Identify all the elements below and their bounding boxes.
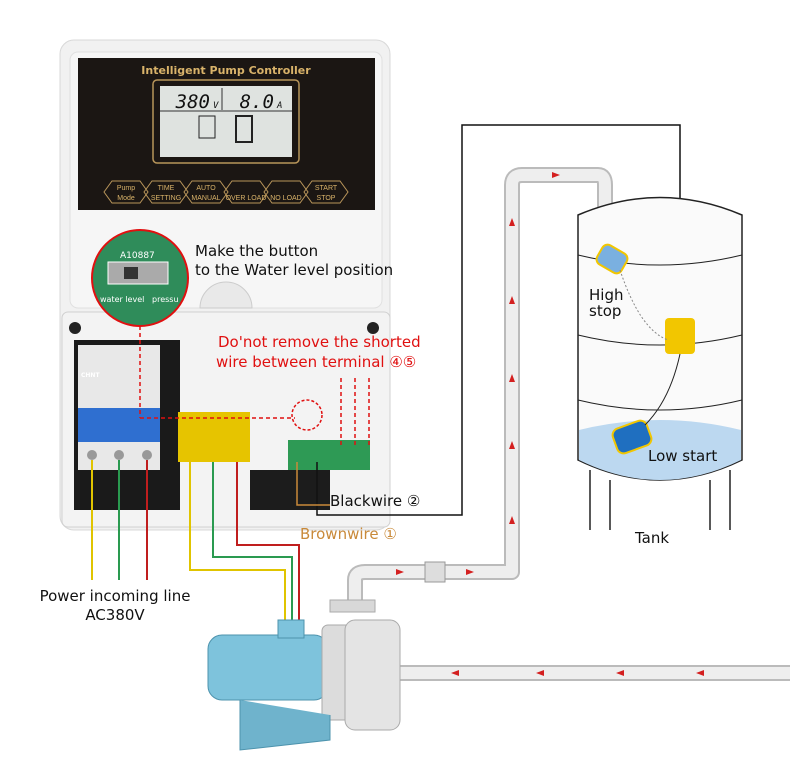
lcd-screen <box>160 86 292 157</box>
button-label-bottom: SETTING <box>151 195 181 202</box>
black-wire-label: Blackwire ② <box>330 492 420 510</box>
button-outline <box>303 180 349 204</box>
high-stop-line1: High <box>589 286 623 304</box>
lcd-tank-icon <box>198 115 216 139</box>
tank-label: Tank <box>634 529 669 547</box>
current-unit: A <box>276 101 282 111</box>
button-label-bottom: NO LOAD <box>270 195 302 202</box>
button-label-top: AUTO <box>196 185 216 192</box>
button-label-bottom: OVER LOAD <box>226 195 267 202</box>
flow-arrow <box>509 441 515 449</box>
control-button[interactable]: OVER LOAD <box>223 180 269 204</box>
power-label-line1: Power incoming line <box>40 587 191 605</box>
water-pump <box>207 599 401 751</box>
control-button[interactable]: NO LOAD <box>263 180 309 204</box>
button-label-top: Pump <box>117 185 135 192</box>
flow-arrows <box>396 172 704 676</box>
breaker-brand: CHNT <box>81 372 100 379</box>
power-wires <box>91 460 300 620</box>
switch-label-water-level: water level <box>100 295 144 304</box>
control-button[interactable]: AUTO MANUAL <box>183 180 229 204</box>
motor-terminal-block <box>178 412 250 462</box>
control-button[interactable]: START STOP <box>303 180 349 204</box>
power-label-line2: AC380V <box>85 606 145 624</box>
lcd-level-icon <box>235 115 253 143</box>
warning-line2: wire between terminal ④⑤ <box>216 353 416 371</box>
voltage-readout: 380 <box>175 91 210 113</box>
flow-arrow <box>696 670 704 676</box>
button-outline <box>183 180 229 204</box>
current-readout: 8.0 <box>240 91 274 113</box>
button-outline <box>223 180 269 204</box>
flow-arrow <box>509 218 515 226</box>
switch-closeup: A10887 water level pressu <box>91 229 189 327</box>
flow-arrow <box>509 374 515 382</box>
brown-wire-label: Brownwire ① <box>300 525 397 543</box>
black-wire <box>316 124 681 516</box>
voltage-unit: V <box>213 101 219 111</box>
float-switch-low <box>611 419 653 455</box>
flow-arrow <box>509 296 515 304</box>
button-label-top: START <box>315 185 338 192</box>
switch-instruction-line1: Make the button <box>195 242 318 260</box>
button-label-bottom: STOP <box>317 195 336 202</box>
pump-controller: Intelligent Pump Controller 380 V 8.0 A … <box>59 39 391 531</box>
button-outline <box>143 180 189 204</box>
flow-arrow <box>616 670 624 676</box>
flow-arrow <box>536 670 544 676</box>
high-stop-line2: stop <box>589 302 621 320</box>
flow-arrow <box>451 670 459 676</box>
button-label-bottom: Mode <box>117 195 135 202</box>
valve <box>424 561 446 583</box>
counterweight <box>665 318 695 354</box>
board-code: A10887 <box>120 251 155 261</box>
button-label-bottom: MANUAL <box>191 195 220 202</box>
float-switch-high <box>595 243 629 275</box>
low-start-label: Low start <box>648 447 717 465</box>
switch-instruction-line2: to the Water level position <box>195 261 393 279</box>
flow-arrow <box>552 172 560 178</box>
circuit-breaker <box>78 345 160 470</box>
warning-line1: Do'not remove the shorted <box>218 333 421 351</box>
controller-title: Intelligent Pump Controller <box>141 64 311 77</box>
button-outline <box>263 180 309 204</box>
control-terminal-block <box>288 440 370 470</box>
button-outline <box>103 180 149 204</box>
brown-wire <box>296 462 330 506</box>
control-button[interactable]: TIME SETTING <box>143 180 189 204</box>
button-label-top: TIME <box>158 185 175 192</box>
flow-arrow <box>396 569 404 575</box>
flow-arrow <box>509 516 515 524</box>
switch-label-pressure: pressu <box>152 295 179 304</box>
pipes <box>347 167 790 681</box>
water-tank <box>577 196 743 530</box>
flow-arrow <box>466 569 474 575</box>
